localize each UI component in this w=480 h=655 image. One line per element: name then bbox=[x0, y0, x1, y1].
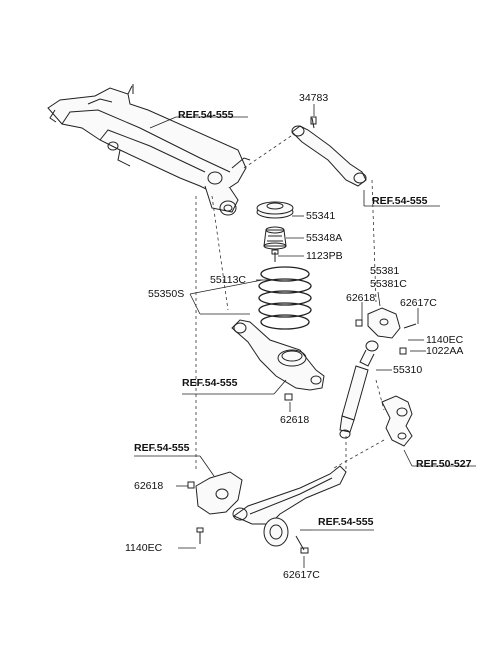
part-label-62618-a: 62618 bbox=[346, 292, 376, 304]
part-label-62618-b: 62618 bbox=[280, 414, 310, 426]
lower-arm bbox=[231, 319, 325, 391]
bolt-1123pb bbox=[271, 249, 279, 262]
part-label-55348a: 55348A bbox=[306, 232, 343, 244]
ref-label-bracket: REF.54-555 bbox=[134, 442, 190, 454]
part-label-55310: 55310 bbox=[393, 364, 423, 376]
trailing-arm bbox=[232, 465, 347, 554]
part-label-1140ec-b: 1140EC bbox=[125, 542, 163, 554]
nut-62618-b bbox=[284, 393, 293, 401]
part-label-62617c-a: 62617C bbox=[400, 297, 437, 309]
upper-arm bbox=[291, 116, 367, 187]
part-label-34783: 34783 bbox=[299, 92, 329, 104]
part-label-62618-c: 62618 bbox=[134, 480, 164, 492]
part-label-55113c: 55113C bbox=[210, 274, 247, 286]
shock-bracket bbox=[355, 307, 417, 355]
part-label-1123pb: 1123PB bbox=[306, 250, 343, 262]
part-label-1022aa: 1022AA bbox=[426, 345, 464, 357]
ref-label-crossmember: REF.54-555 bbox=[178, 109, 234, 121]
part-label-55381: 55381 bbox=[370, 265, 400, 277]
part-label-1140ec-a: 1140EC bbox=[426, 334, 464, 346]
ref-label-upper-arm: REF.54-555 bbox=[372, 195, 428, 207]
bump-stop bbox=[263, 226, 287, 250]
trailing-bracket bbox=[187, 471, 243, 544]
alignment-lines bbox=[195, 133, 385, 472]
ref-label-lower-arm: REF.54-555 bbox=[182, 377, 238, 389]
leader-lines bbox=[134, 104, 476, 568]
spring-seat bbox=[256, 201, 294, 219]
part-label-55341: 55341 bbox=[306, 210, 336, 222]
part-label-62617c-b: 62617C bbox=[283, 569, 320, 581]
coil-spring bbox=[258, 266, 312, 330]
shock-absorber bbox=[339, 340, 379, 439]
part-label-55381c: 55381C bbox=[370, 278, 407, 290]
ref-label-knuckle: REF.50-527 bbox=[416, 458, 472, 470]
part-label-55350s: 55350S bbox=[148, 288, 185, 300]
knuckle bbox=[381, 395, 413, 447]
ref-label-trailing-arm: REF.54-555 bbox=[318, 516, 374, 528]
crossmember bbox=[47, 84, 251, 216]
